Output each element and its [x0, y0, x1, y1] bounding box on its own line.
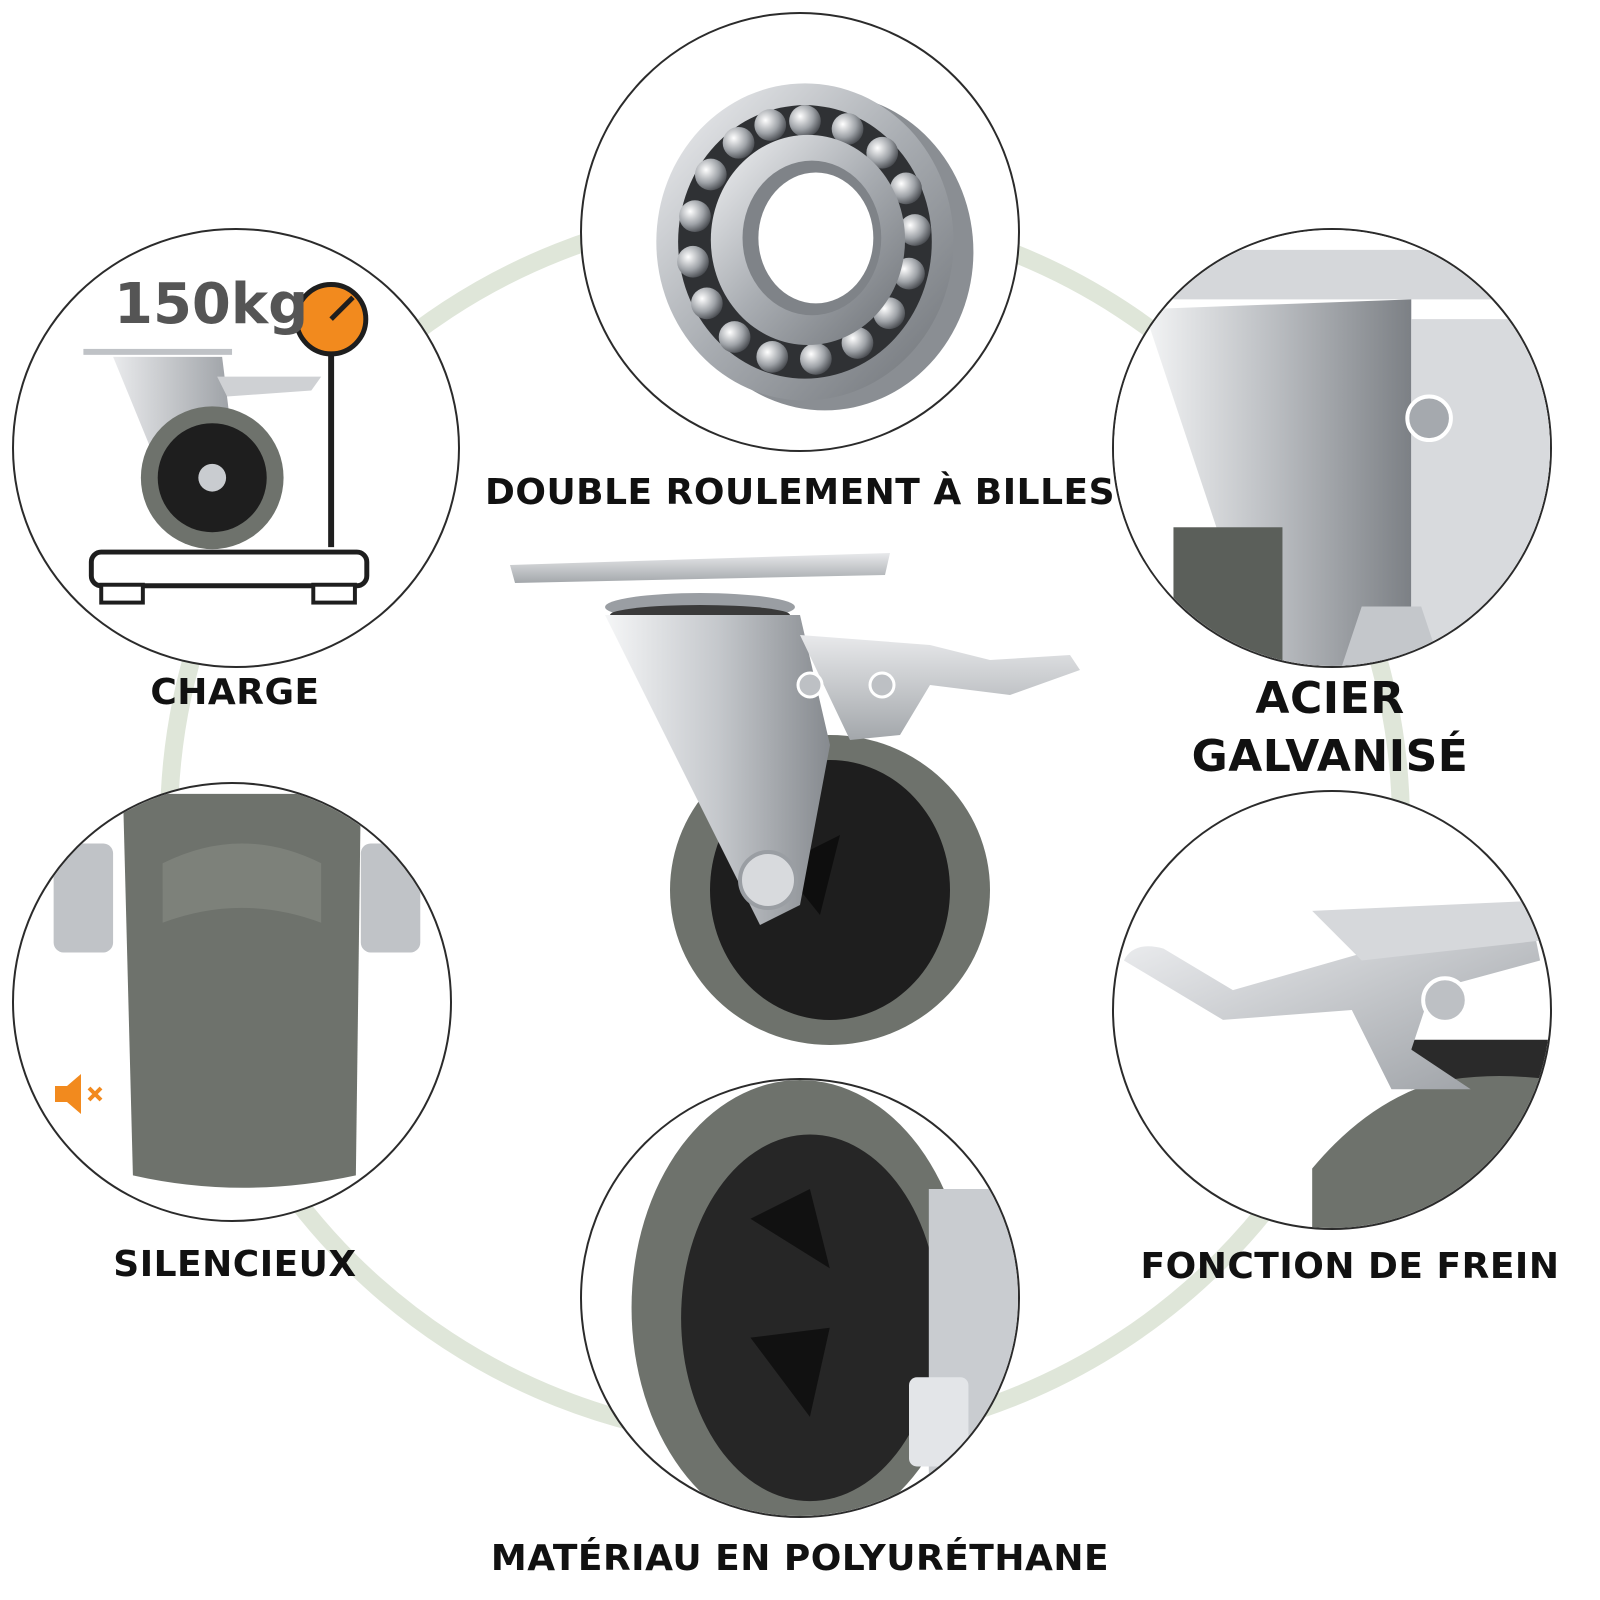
- brake-lever-icon: [1123, 901, 1550, 1228]
- bearing-circle: [580, 12, 1020, 452]
- material-circle: [580, 1078, 1020, 1518]
- silent-wheel-image: [53, 793, 421, 1188]
- steel-bracket-icon: [1114, 230, 1550, 666]
- silent-label: SILENCIEUX: [113, 1244, 357, 1285]
- weight-label: 150kg: [114, 272, 309, 337]
- charge-label: CHARGE: [150, 672, 320, 713]
- caster-wheel-image: [510, 553, 1080, 1045]
- charge-circle: 150kg: [12, 228, 460, 668]
- steel-label-line2: GALVANISÉ: [1191, 731, 1469, 782]
- mute-speaker-icon: [55, 1074, 103, 1114]
- scale-icon: [83, 282, 370, 605]
- ball-bearing-icon: [656, 83, 974, 411]
- bearing-label: DOUBLE ROULEMENT À BILLES: [484, 472, 1116, 513]
- polyurethane-wheel-icon: [631, 1080, 1018, 1516]
- brake-circle: [1112, 790, 1552, 1230]
- steel-circle: [1112, 228, 1552, 668]
- material-label: MATÉRIAU EN POLYURÉTHANE: [490, 1538, 1110, 1579]
- silent-circle: [12, 782, 452, 1222]
- steel-label-line1: ACIER: [1255, 673, 1405, 724]
- brake-label: FONCTION DE FREIN: [1140, 1246, 1560, 1287]
